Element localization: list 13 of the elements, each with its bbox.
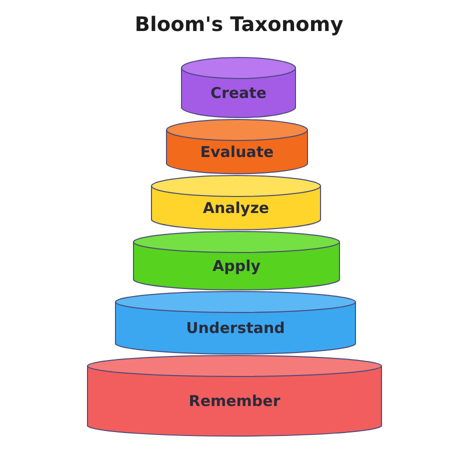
cylinder-tier — [87, 355, 382, 437]
cylinder-tier — [133, 231, 340, 291]
tier-label: Remember — [188, 392, 282, 410]
tier-label: Evaluate — [199, 142, 275, 160]
cylinder-tier — [181, 57, 296, 119]
tier-label: Apply — [211, 256, 262, 274]
cylinder-tier — [166, 119, 308, 175]
cylinder-tier — [115, 291, 356, 355]
cylinder-tier — [151, 175, 321, 231]
diagram-title: Bloom's Taxonomy — [134, 12, 344, 36]
tier-label: Create — [209, 84, 268, 102]
tier-label: Analyze — [202, 198, 270, 216]
tier-label: Understand — [185, 318, 286, 336]
